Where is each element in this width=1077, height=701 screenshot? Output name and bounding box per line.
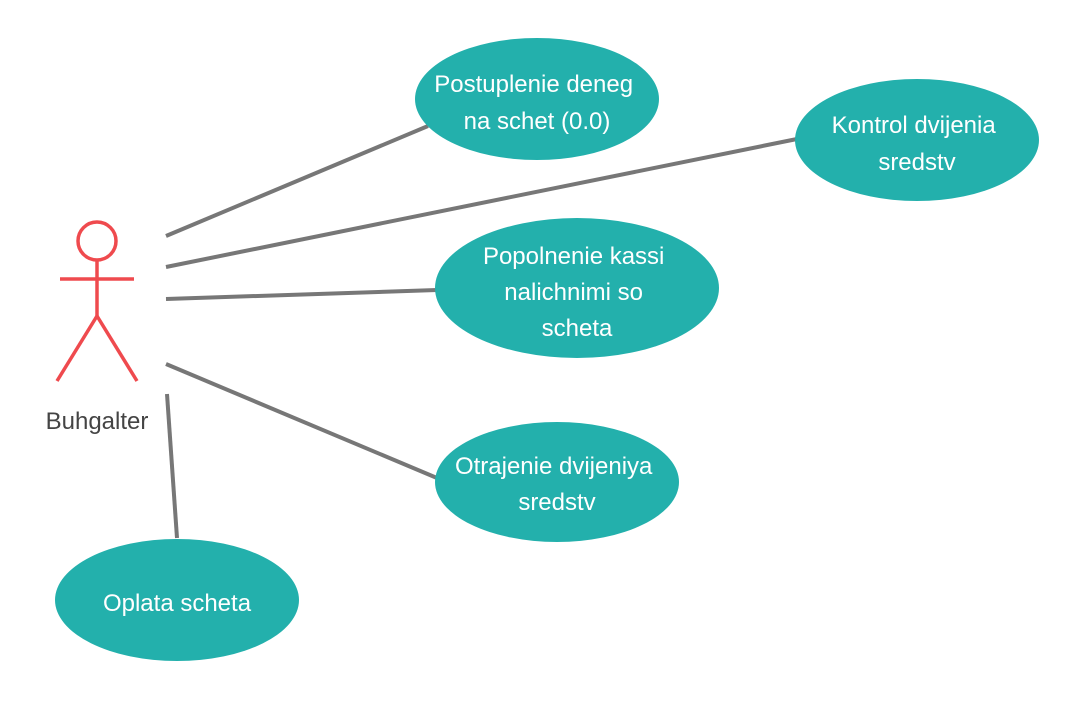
use-case-label-line: Popolnenie kassi: [483, 243, 664, 270]
actor-figure[interactable]: [55, 220, 139, 382]
use-case-label-line: sredstv: [518, 489, 595, 516]
connector-popolnenie: [165, 288, 438, 301]
use-case-ellipse: [435, 422, 679, 542]
connector-oplata: [165, 393, 179, 539]
actor-head: [76, 220, 118, 262]
use-case-label-line: Postuplenie deneg: [434, 71, 633, 98]
use-case-label-line: na schet (0.0): [464, 108, 611, 135]
actor-left-leg: [55, 315, 99, 382]
use-case-ellipse: [435, 218, 719, 358]
use-case-otrajenie[interactable]: Otrajenie dvijeniya sredstv: [435, 422, 679, 542]
use-case-label-line: sredstv: [878, 149, 955, 176]
use-case-label-line: Otrajenie dvijeniya: [455, 453, 653, 480]
use-case-popolnenie[interactable]: Popolnenie kassi nalichnimi so scheta: [435, 218, 719, 358]
use-case-oplata[interactable]: Oplata scheta: [55, 539, 299, 661]
use-case-label-line: Oplata scheta: [103, 590, 252, 617]
connector-otrajenie: [165, 362, 438, 480]
use-case-postuplenie[interactable]: Postuplenie deneg na schet (0.0): [415, 38, 659, 160]
connector-postuplenie: [165, 124, 429, 238]
use-case-label-line: Kontrol dvijenia: [832, 112, 997, 139]
use-case-kontrol[interactable]: Kontrol dvijenia sredstv: [795, 79, 1039, 201]
use-case-label: Popolnenie kassi nalichnimi so scheta: [483, 243, 671, 342]
use-case-label: Kontrol dvijenia sredstv: [832, 112, 1003, 176]
use-case-ellipse: [415, 38, 659, 160]
use-case-label: Oplata scheta: [103, 590, 252, 617]
use-case-label-line: scheta: [542, 315, 613, 342]
connector-kontrol: [165, 137, 798, 269]
use-case-label: Postuplenie deneg na schet (0.0): [434, 71, 640, 135]
use-case-label: Otrajenie dvijeniya sredstv: [455, 453, 659, 516]
use-case-label-line: nalichnimi so: [504, 279, 643, 306]
use-case-ellipse: [55, 539, 299, 661]
actor-right-leg: [95, 315, 139, 382]
use-case-ellipse: [795, 79, 1039, 201]
actor-label: Buhgalter: [46, 408, 149, 435]
connectors: [165, 124, 798, 539]
